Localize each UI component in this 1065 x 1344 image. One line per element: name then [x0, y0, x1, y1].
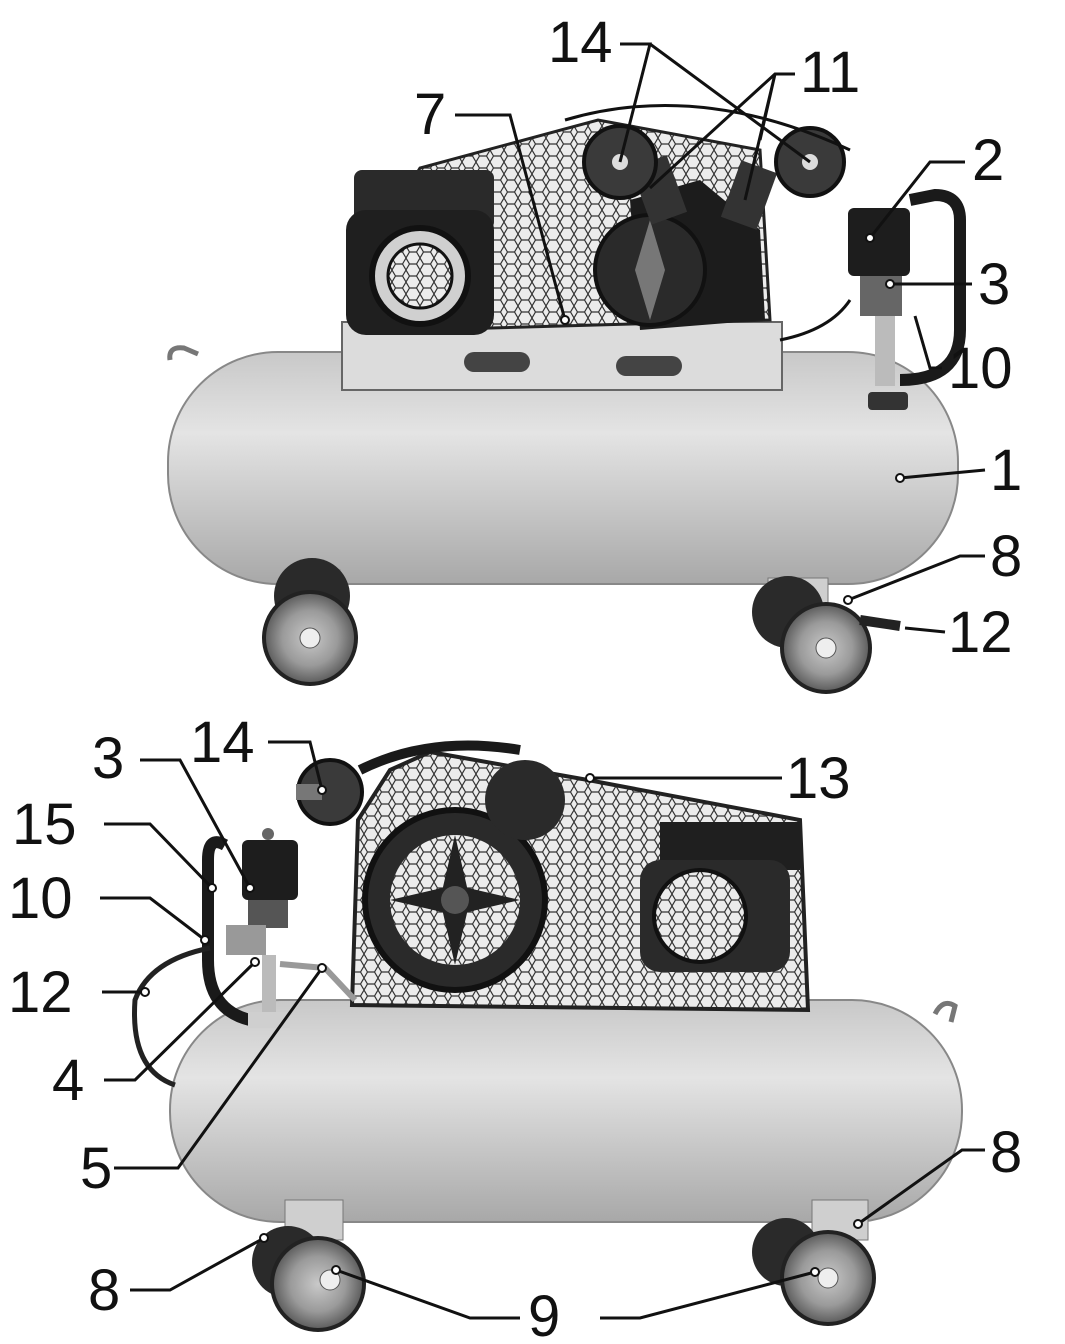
- bottom-pressure-switch: [242, 840, 298, 900]
- callout-label: 4: [52, 1048, 84, 1113]
- top-compressor: [167, 104, 966, 694]
- callout-label: 13: [786, 746, 851, 811]
- callout-label: 15: [12, 792, 77, 857]
- top-wheel-front-left-hub: [299, 627, 321, 649]
- top-motor: [346, 170, 494, 335]
- callout-bottom-12: 12: [8, 960, 150, 1025]
- callout-bottom-5: 5: [80, 963, 327, 1201]
- bottom-callouts: 14 13 3 15 10 12: [8, 710, 1022, 1344]
- top-lifting-eye: [167, 345, 199, 361]
- callout-bottom-9: 9: [331, 1265, 820, 1344]
- callout-label: 10: [8, 866, 73, 931]
- callout-bottom-13: 13: [585, 746, 851, 811]
- callout-label: 11: [800, 40, 860, 105]
- callout-label: 12: [948, 600, 1013, 665]
- callout-top-2: 2: [865, 128, 1004, 243]
- callout-label: 14: [548, 10, 613, 75]
- callout-top-8: 8: [843, 524, 1022, 605]
- callout-bottom-14: 14: [190, 710, 327, 795]
- callout-label: 14: [190, 710, 255, 775]
- top-pressure-switch: [848, 208, 910, 276]
- bottom-motor: [640, 822, 800, 972]
- callout-top-7: 7: [414, 82, 570, 325]
- callout-label: 7: [414, 82, 446, 147]
- bottom-outlet-hose: [132, 945, 211, 1088]
- callout-label: 1: [990, 438, 1022, 503]
- callout-bottom-8-left: 8: [88, 1233, 269, 1323]
- callout-top-11: 11: [648, 40, 860, 201]
- bottom-compressor: [132, 740, 963, 1332]
- bottom-pump-pulley: [485, 760, 565, 840]
- callout-bottom-4: 4: [52, 957, 260, 1113]
- callout-label: 8: [88, 1258, 120, 1323]
- bottom-flywheel: [362, 807, 548, 993]
- bottom-lifting-eye: [932, 1000, 958, 1023]
- top-handle: [899, 188, 966, 386]
- callout-bottom-8-right: 8: [853, 1120, 1022, 1229]
- top-wheel-front-right-hub: [815, 637, 837, 659]
- bottom-handle: [202, 836, 252, 1026]
- callout-top-14: 14: [548, 10, 811, 164]
- callout-label: 9: [528, 1284, 560, 1344]
- callout-label: 8: [990, 524, 1022, 589]
- top-power-plug: [859, 615, 901, 631]
- callout-label: 5: [80, 1136, 112, 1201]
- callout-label: 8: [990, 1120, 1022, 1185]
- callout-bottom-3: 3: [92, 726, 255, 893]
- callout-bottom-10: 10: [8, 866, 210, 945]
- callout-top-3: 3: [885, 252, 1010, 317]
- callout-top-1: 1: [895, 438, 1022, 503]
- callout-label: 3: [92, 726, 124, 791]
- callout-bottom-15: 15: [12, 792, 217, 893]
- callout-top-10: 10: [913, 315, 1013, 401]
- callout-label: 10: [948, 336, 1013, 401]
- top-callouts: 14 11 7 2 3 10: [414, 10, 1022, 665]
- callout-label: 2: [972, 128, 1004, 193]
- bottom-tank: [169, 999, 963, 1223]
- callout-label: 3: [978, 252, 1010, 317]
- callout-label: 12: [8, 960, 73, 1025]
- callout-top-12: 12: [904, 600, 1013, 665]
- bottom-wheel-front-left: [270, 1236, 366, 1332]
